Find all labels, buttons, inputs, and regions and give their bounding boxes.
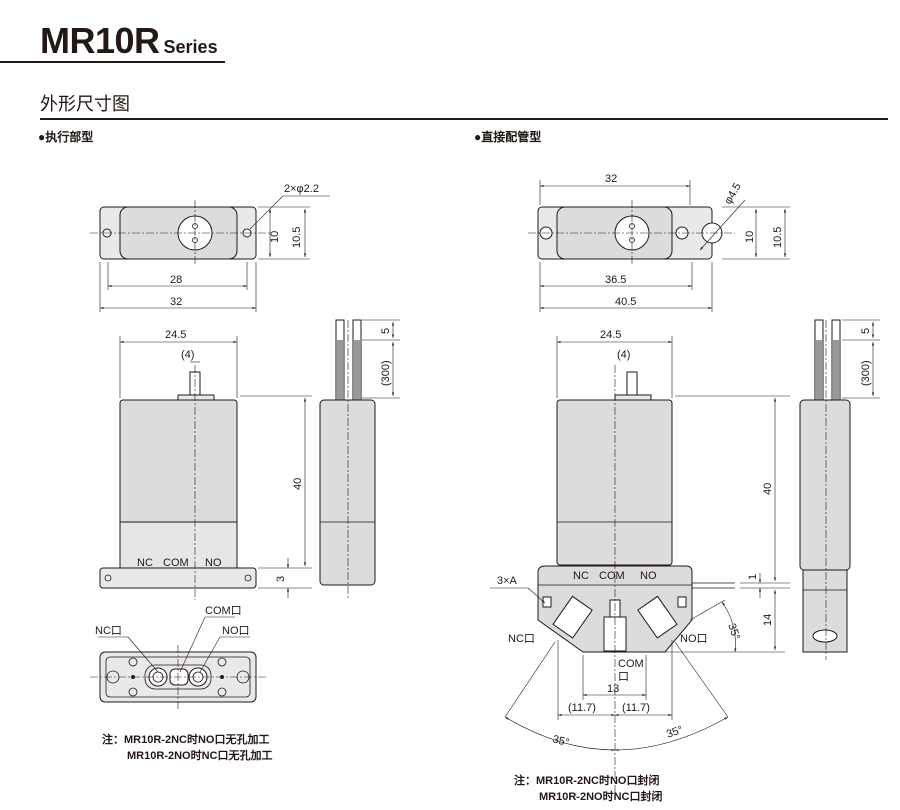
model-name: MR10R (40, 20, 160, 61)
right-heading: ●直接配管型 (474, 130, 542, 144)
right-top-view: 32 φ4.5 10 10.5 36.5 40.5 (528, 173, 790, 312)
dim-lead-300-r: (300) (860, 360, 872, 386)
dim-14: 14 (762, 614, 774, 626)
dim-24-5-r: 24.5 (600, 329, 621, 341)
dim-24-5: 24.5 (165, 329, 186, 341)
dim-36-5: 36.5 (605, 274, 626, 286)
dim-phi-4-5: φ4.5 (722, 181, 744, 206)
note-line: MR10R-2NC时NO口无孔加工 (124, 734, 270, 746)
hole-callout: 2×φ2.2 (284, 183, 319, 195)
note-line: MR10R-2NC时NO口封闭 (536, 775, 660, 787)
dim-32-r: 32 (605, 173, 617, 185)
dim-10-r: 10 (744, 231, 756, 243)
port-no-label: NO口 (680, 633, 708, 645)
dim-stem-4: (4) (181, 349, 194, 361)
port-com-label-2: 口 (618, 671, 629, 683)
dim-40: 40 (292, 478, 304, 490)
angle-right-35: 35° (665, 724, 685, 741)
port-nc-label: NC口 (508, 633, 535, 645)
right-note: 注：MR10R-2NC时NO口封闭 MR10R-2NO时NC口封闭 (514, 772, 662, 804)
section-divider (40, 118, 888, 120)
dim-3: 3 (275, 576, 287, 582)
left-top-view: 2×φ2.2 28 32 10 10.5 (90, 183, 330, 312)
bottom-label-no: NO口 (222, 625, 250, 637)
note-prefix: 注： (514, 775, 536, 787)
dim-1: 1 (747, 574, 759, 580)
dim-11-7-left: (11.7) (568, 702, 596, 714)
bottom-label-com: COM口 (205, 605, 242, 617)
dim-28: 28 (170, 274, 182, 286)
dim-lead-300: (300) (380, 360, 392, 386)
series-label: Series (163, 37, 218, 57)
left-note: 注：MR10R-2NC时NO口无孔加工 MR10R-2NO时NC口无孔加工 (102, 731, 272, 763)
right-side-view: 5 (300) (799, 319, 880, 660)
port-label-nc: NC (137, 557, 153, 569)
port-label-no: NO (205, 557, 222, 569)
port-label-no-r: NO (640, 570, 657, 582)
angle-side-35: 35° (725, 622, 742, 642)
port-label-com-r: COM (599, 570, 625, 582)
dim-10-5: 10.5 (291, 227, 303, 248)
dim-13: 13 (607, 683, 619, 695)
dim-10-5-r: 10.5 (772, 227, 784, 248)
bottom-label-nc: NC口 (95, 625, 122, 637)
left-side-view: 5 (300) (319, 319, 400, 600)
title-underline (0, 61, 225, 63)
dim-10: 10 (269, 231, 281, 243)
note-prefix: 注： (102, 734, 124, 746)
callout-3xa: 3×A (497, 575, 518, 587)
dim-5-r: 5 (860, 328, 872, 334)
dim-40-5: 40.5 (615, 296, 636, 308)
right-front-view: 24.5 (4) NC COM NO 3×A NC口 NO口 COM 口 13 … (490, 329, 790, 800)
section-title: 外形尺寸图 (40, 94, 130, 114)
note-line: MR10R-2NO时NC口封闭 (539, 791, 663, 803)
port-label-com: COM (163, 557, 189, 569)
left-front-view: 24.5 (4) NC COM NO 40 3 (99, 329, 312, 600)
port-com-label: COM (618, 658, 644, 670)
port-label-nc-r: NC (573, 570, 589, 582)
dim-40-r: 40 (762, 483, 774, 495)
dim-11-7-right: (11.7) (622, 702, 650, 714)
left-bottom-view: NC口 COM口 NO口 (90, 605, 266, 710)
left-heading: ●执行部型 (38, 130, 94, 144)
dim-5: 5 (380, 328, 392, 334)
angle-left-35: 35° (551, 733, 570, 749)
note-line: MR10R-2NO时NC口无孔加工 (127, 750, 273, 762)
dim-32: 32 (170, 296, 182, 308)
dim-stem-4-r: (4) (617, 349, 630, 361)
